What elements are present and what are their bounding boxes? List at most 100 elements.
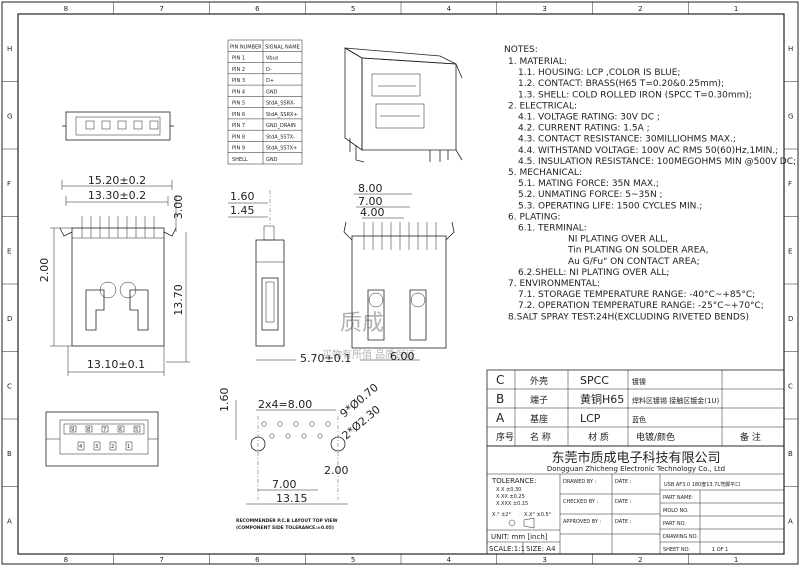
bom-row-finish: 蓝色 xyxy=(632,415,646,424)
bom-row-letter: B xyxy=(496,392,504,406)
bom-row-material: 黄铜H65 xyxy=(580,392,624,406)
bottom-pin-number: 9 xyxy=(71,427,74,433)
frame-col-label-bottom: 2 xyxy=(638,556,642,564)
frame-row-label-right: C xyxy=(788,382,793,390)
watermark-text2: 买物有所值 品质保证 xyxy=(322,348,415,361)
note-line: 8.SALT SPRAY TEST:24H(EXCLUDING RIVETED … xyxy=(508,312,749,322)
bottom-pin-number: 5 xyxy=(135,427,138,433)
bottom-pin-number: 7 xyxy=(103,427,106,433)
note-line: 6.2.SHELL: NI PLATING OVER ALL; xyxy=(518,268,669,278)
note-line: 4.1. VOLTAGE RATING: 30V DC ; xyxy=(518,113,660,123)
tol-angle2: X.X° ±0.5° xyxy=(524,512,552,518)
dim-pcb-bottom1: 7.00 xyxy=(272,478,297,491)
tolerance-title: TOLERANCE: xyxy=(491,477,536,485)
bottom-pin-number: 4 xyxy=(79,444,82,450)
date-2: DATE : xyxy=(615,499,632,505)
pin-table-cell: StdA_SSRX- xyxy=(266,101,295,107)
note-line: 4.5. INSULATION RESISTANCE: 100MEGOHMS M… xyxy=(518,157,796,167)
dim-side-top1: 1.60 xyxy=(230,190,255,203)
pin-table-cell: StdA_SSTX- xyxy=(266,134,295,140)
pin-table-cell: GND xyxy=(266,89,278,95)
note-line: 1.1. HOUSING: LCP ,COLOR IS BLUE; xyxy=(518,68,680,78)
frame-row-label-right: A xyxy=(788,517,793,525)
date-3: DATE : xyxy=(615,519,632,525)
pin-table-cell: PIN 3 xyxy=(232,78,245,84)
sheet-no: SHEET NO. xyxy=(663,547,690,553)
pin-table-header: SIGNAL NAME xyxy=(265,44,300,50)
note-line: 6.1. TERMINAL: xyxy=(518,224,587,234)
note-line: Tin PLATING ON SOLDER AREA, xyxy=(567,246,708,256)
pin-table-cell: Vbus xyxy=(266,56,279,62)
company-en: Dongguan Zhicheng Electronic Technology … xyxy=(547,465,725,473)
frame-col-label-top: 7 xyxy=(159,5,163,13)
unit: UNIT: mm [inch] xyxy=(491,533,548,541)
dim-rear-top1: 8.00 xyxy=(358,182,383,195)
dim-pcb-right: 2.00 xyxy=(324,464,349,477)
scale: SCALE:1:1 xyxy=(489,545,525,553)
dim-rear-bottom: 6.00 xyxy=(390,350,415,363)
bom-header-finish: 电镀/颜色 xyxy=(636,431,675,443)
tol-x: X.X ±0.30 xyxy=(496,487,521,493)
frame-row-label-left: F xyxy=(7,180,11,188)
dim-front-bottom: 13.10±0.1 xyxy=(87,358,145,371)
frame-col-label-bottom: 3 xyxy=(542,556,546,564)
pin-table-cell: PIN 1 xyxy=(232,56,245,62)
company-cn: 东莞市质成电子科技有限公司 xyxy=(551,450,720,466)
date-1: DATE : xyxy=(615,479,632,485)
title-block: 东莞市质成电子科技有限公司 Dongguan Zhicheng Electron… xyxy=(486,445,785,555)
note-line: 4.2. CURRENT RATING: 1.5A ; xyxy=(518,124,650,134)
frame-row-label-left: D xyxy=(7,315,12,323)
top-view xyxy=(62,111,174,141)
bom-row-letter: C xyxy=(496,373,504,387)
rear-view: 8.00 7.00 4.00 6.00 xyxy=(343,182,455,363)
note-line: 1.3. SHELL: COLD ROLLED IRON (SPCC T=0.3… xyxy=(518,90,752,100)
bottom-pin-number: 1 xyxy=(127,444,130,450)
frame-row-label-right: G xyxy=(788,112,793,120)
dim-pcb-bottom2: 13.15 xyxy=(276,492,308,505)
dim-front-side: 3.00 xyxy=(172,195,185,220)
pin-table-cell: StdA_SSRX+ xyxy=(266,112,298,118)
dim-side-bottom: 5.70±0.1 xyxy=(300,352,351,365)
bom-row-material: SPCC xyxy=(580,374,609,387)
dim-pcb-pitch: 2x4=8.00 xyxy=(258,398,312,411)
bom-row-letter: A xyxy=(496,411,505,425)
size: SIZE: A4 xyxy=(526,545,556,553)
pin-table-cell: GND xyxy=(266,157,278,163)
note-line: 4.3. CONTACT RESISTANCE: 30MILLIOHMS MAX… xyxy=(518,135,736,145)
notes-title: NOTES: xyxy=(504,45,538,55)
tol-angle1: X.° ±2° xyxy=(492,512,511,518)
drawing-no: DRAWING NO. xyxy=(663,534,698,540)
checked-by: CHECKED BY : xyxy=(563,499,599,505)
side-view: 1.60 1.45 5.70±0.1 xyxy=(228,190,351,365)
frame-row-label-left: A xyxy=(7,517,12,525)
pin-table-cell: SHELL xyxy=(232,157,248,163)
pin-table-cell: PIN 4 xyxy=(232,89,245,95)
isometric-view xyxy=(344,47,463,163)
frame-row-label-left: G xyxy=(7,112,12,120)
frame-col-label-top: 4 xyxy=(447,5,452,13)
bottom-pin-number: 3 xyxy=(95,444,98,450)
frame-col-label-top: 8 xyxy=(64,5,68,13)
front-view: 15.20±0.2 13.30±0.2 2.00 3.00 13.70 13.1… xyxy=(38,174,190,376)
dim-front-width-outer: 15.20±0.2 xyxy=(88,174,146,187)
frame-col-label-bottom: 5 xyxy=(351,556,355,564)
description: USB AF3.0 180度13.7L弯脚平口 xyxy=(664,481,740,488)
pcb-layout: 2x4=8.00 9*Ø0.70 2*Ø2.30 1.60 2.00 7.00 … xyxy=(218,381,383,531)
pin-table-cell: PIN 2 xyxy=(232,67,245,73)
note-line: 7. ENVIRONMENTAL: xyxy=(508,279,600,289)
pcb-caption2: (COMPONENT SIDE TOLERANCE:±0.05) xyxy=(236,525,334,531)
note-line: 5.1. MATING FORCE: 35N MAX.; xyxy=(518,179,659,189)
pin-table-cell: D- xyxy=(266,67,272,73)
note-line: 7.2. OPERATION TEMPERATURE RANGE: -25°C~… xyxy=(518,301,764,311)
frame-row-label-left: C xyxy=(7,382,12,390)
note-line: 4.4. WITHSTAND VOLTAGE: 100V AC RMS 50(6… xyxy=(518,146,778,156)
frame-col-label-bottom: 8 xyxy=(64,556,68,564)
pin-table-cell: PIN 9 xyxy=(232,146,245,152)
note-line: 5.2. UNMATING FORCE: 5~35N ; xyxy=(518,190,663,200)
notes: NOTES: 1. MATERIAL:1.1. HOUSING: LCP ,CO… xyxy=(504,45,796,322)
bom-row-part: 基座 xyxy=(530,413,548,425)
frame-row-label-right: H xyxy=(788,45,793,53)
